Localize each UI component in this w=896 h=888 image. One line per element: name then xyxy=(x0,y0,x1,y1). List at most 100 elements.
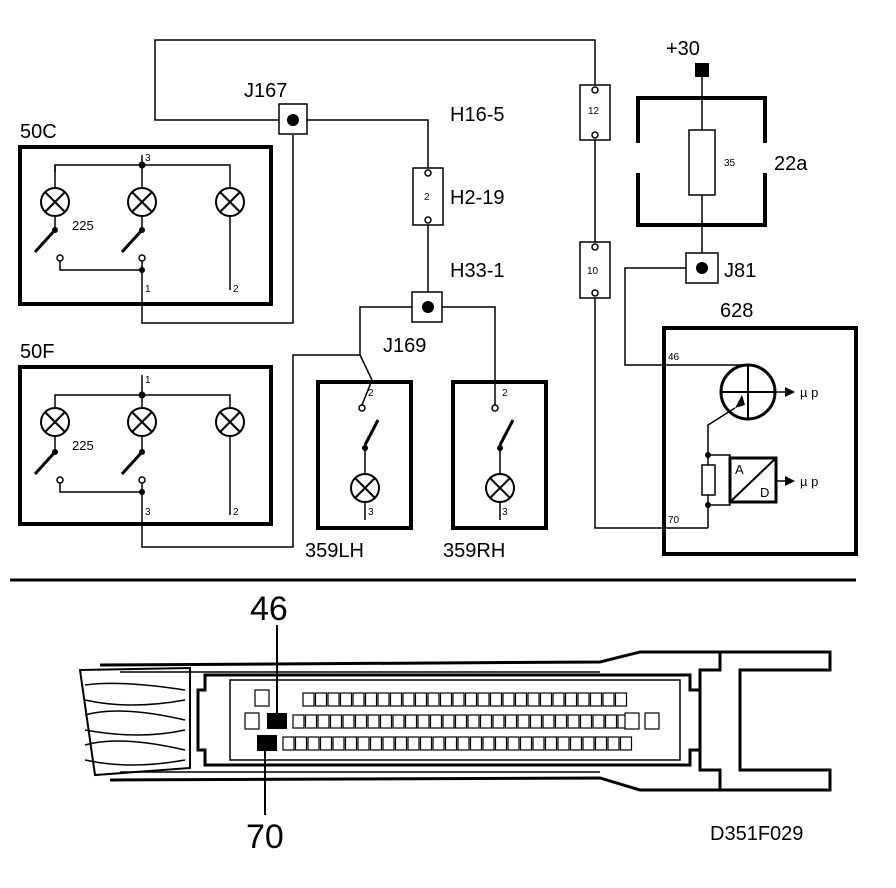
connector-pin xyxy=(527,692,540,707)
connector-pin xyxy=(329,714,343,729)
connector-pin xyxy=(577,692,590,707)
connector-pin xyxy=(394,736,408,751)
connector-pin xyxy=(482,736,495,751)
label-j169: J169 xyxy=(383,335,426,357)
connector-pin xyxy=(517,714,530,729)
connector-pin xyxy=(419,736,433,751)
component-359rh: 2 3 xyxy=(451,380,548,530)
connector-pin xyxy=(602,692,615,707)
wires xyxy=(141,39,740,548)
fuse-icon: 12 xyxy=(579,84,611,141)
connector-pin xyxy=(492,714,505,729)
connector-pin xyxy=(254,689,270,707)
connector-pin xyxy=(307,736,320,751)
connector-pin xyxy=(404,714,418,729)
lamp-icon xyxy=(127,187,157,217)
component-628: µ p A D µ p 46 70 xyxy=(662,326,858,556)
connector-pin xyxy=(282,736,295,751)
pin-label: 46 xyxy=(668,352,680,363)
connector-pin xyxy=(467,714,480,729)
junction-j81 xyxy=(685,252,719,284)
connector-pin xyxy=(332,736,345,751)
component-50c: 3 1 2 225 xyxy=(18,145,273,308)
connector-pin xyxy=(607,736,620,751)
component-50f: 1 3 2 225 xyxy=(18,365,273,526)
connector-pin xyxy=(624,712,640,730)
pin-label: 2 xyxy=(424,192,430,203)
connector-pin xyxy=(489,692,503,707)
connector-pin xyxy=(389,692,403,707)
label-359lh: 359LH xyxy=(305,540,364,562)
lamp-icon xyxy=(215,407,245,437)
mup-label: µ p xyxy=(800,385,818,400)
connector-pin xyxy=(544,736,558,751)
connector-pin xyxy=(469,736,483,751)
connector-pin xyxy=(414,692,428,707)
connector-pin xyxy=(589,692,603,707)
lamp-icon xyxy=(40,407,70,437)
connector-pin xyxy=(539,692,553,707)
connector-pin xyxy=(377,692,390,707)
connector-pin xyxy=(452,692,465,707)
connector-pin xyxy=(644,712,660,730)
pin-label: 2 xyxy=(233,507,239,518)
connector-pin xyxy=(604,714,618,729)
label-j81: J81 xyxy=(724,260,756,282)
component-22a: 35 xyxy=(633,63,770,227)
connector-pin xyxy=(444,736,458,751)
connector-pin xyxy=(432,736,445,751)
connector-pin xyxy=(292,714,305,729)
connector-pin xyxy=(494,736,508,751)
connector-pin xyxy=(327,692,340,707)
fuse-icon: 10 xyxy=(579,241,611,299)
connector-pin xyxy=(379,714,393,729)
lamp-icon xyxy=(215,187,245,217)
lamp-icon xyxy=(40,187,70,217)
lamp-icon xyxy=(485,473,515,503)
connector-pin xyxy=(507,736,520,751)
connector-pin xyxy=(504,714,518,729)
connector-pin xyxy=(614,692,628,707)
connector-pin xyxy=(439,692,453,707)
connector-pin xyxy=(569,736,583,751)
connector-pin xyxy=(369,736,383,751)
connector-pin xyxy=(552,692,565,707)
connector-pin xyxy=(294,736,308,751)
junction-j167 xyxy=(278,103,308,135)
label-pin-70: 70 xyxy=(246,818,284,856)
connector-pin xyxy=(619,736,633,751)
connector-pin xyxy=(519,736,533,751)
label-50c: 50C xyxy=(20,121,57,143)
pin-label: 1 xyxy=(145,284,151,295)
label-plus30: +30 xyxy=(666,38,700,60)
connector-pin xyxy=(442,714,455,729)
connector-pin xyxy=(454,714,468,729)
label-reference: D351F029 xyxy=(710,823,803,845)
lamp-icon xyxy=(127,407,157,437)
connector-pin xyxy=(557,736,570,751)
pin-label: 225 xyxy=(72,438,94,453)
pin-70-marker xyxy=(257,735,277,751)
pin-label: 12 xyxy=(588,106,600,117)
connector-pin xyxy=(532,736,545,751)
connector-pin xyxy=(402,692,415,707)
connector-pin xyxy=(314,692,328,707)
connector-pin xyxy=(344,736,358,751)
pin-label: 3 xyxy=(145,153,151,164)
pin-label: 3 xyxy=(145,507,151,518)
label-j167: J167 xyxy=(244,80,287,102)
connector-pin xyxy=(367,714,380,729)
connector-pin xyxy=(464,692,478,707)
ad-label: A xyxy=(735,462,744,477)
connector-pins xyxy=(244,689,660,751)
connector-pin xyxy=(514,692,528,707)
connector-pin xyxy=(364,692,378,707)
pin-46-marker xyxy=(267,713,287,729)
connector-pin xyxy=(582,736,595,751)
pin-label: 3 xyxy=(502,507,508,518)
connector-pin xyxy=(407,736,420,751)
labels: J167 H16-5 +30 50C 22a H2-19 H33-1 J81 6… xyxy=(20,38,808,562)
pin-label: 2 xyxy=(502,388,508,399)
connector-pin xyxy=(357,736,370,751)
